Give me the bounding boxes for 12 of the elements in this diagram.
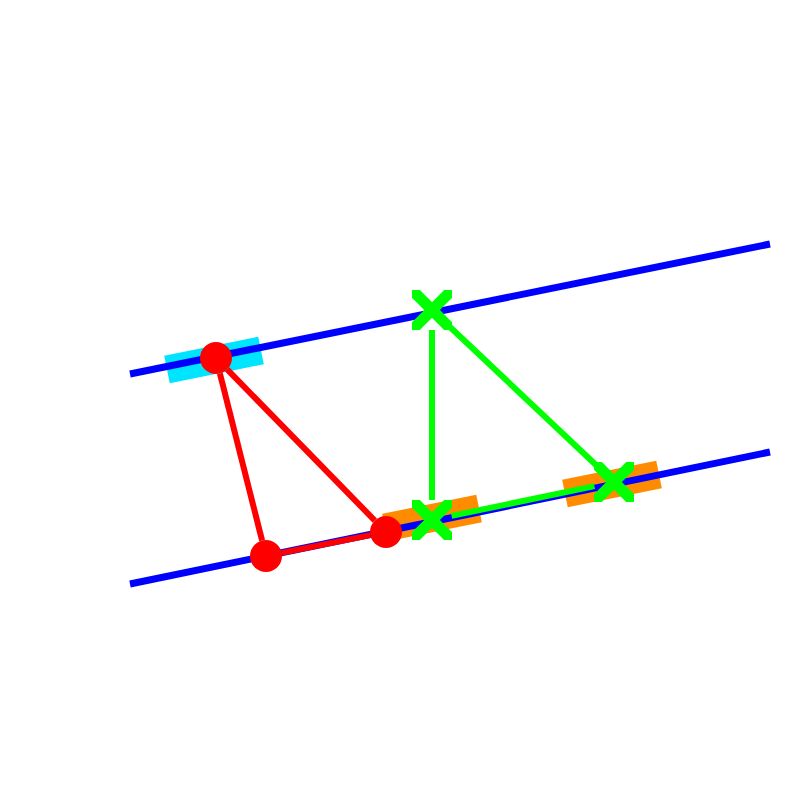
connector-line [225,367,377,523]
cross-marker [412,290,452,330]
connector-line [429,330,435,500]
connector-line [217,372,265,542]
connector-line [281,532,371,556]
connector-line [450,483,596,519]
dot-marker [200,342,232,374]
connector-line [444,321,602,471]
dot-marker [370,516,402,548]
dot-marker [250,540,282,572]
cross-marker [594,462,634,502]
cross-marker [412,500,452,540]
